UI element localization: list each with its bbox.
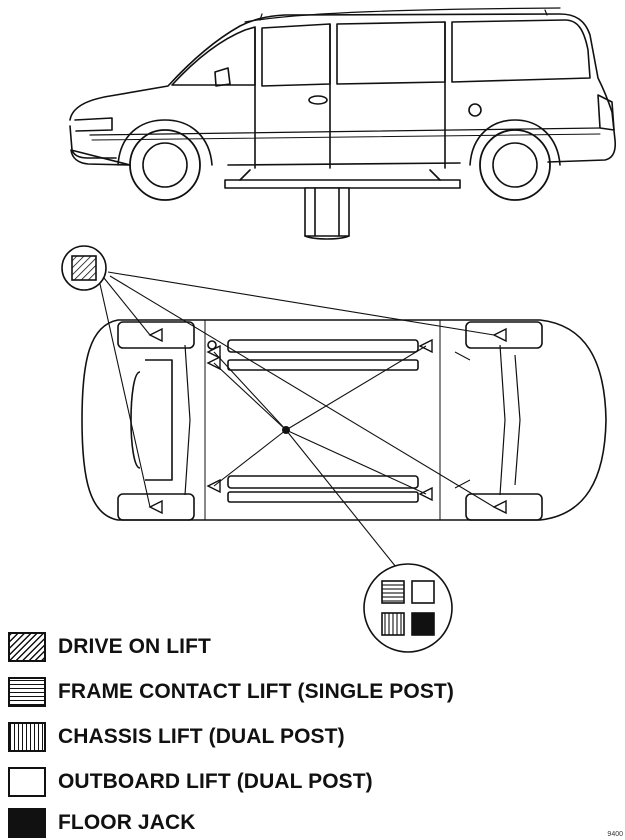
solid-swatch-icon: [8, 808, 46, 838]
empty-swatch-icon: [8, 767, 46, 797]
lift-point-front-left: [148, 327, 163, 343]
figure-code: 9400: [607, 831, 623, 838]
legend-label: OUTBOARD LIFT (DUAL POST): [58, 770, 373, 793]
lift-point-markers: [148, 327, 507, 515]
diagonal-hatch-swatch-icon: [8, 632, 46, 662]
van-top-view: [81, 319, 607, 521]
legend-item-chassis-lift: CHASSIS LIFT (DUAL POST): [8, 720, 345, 754]
legend-item-drive-on-lift: DRIVE ON LIFT: [8, 630, 211, 664]
legend-label: CHASSIS LIFT (DUAL POST): [58, 725, 345, 748]
legend-item-outboard-lift: OUTBOARD LIFT (DUAL POST): [8, 765, 373, 799]
legend-item-floor-jack: FLOOR JACK: [8, 806, 196, 840]
legend-label: DRIVE ON LIFT: [58, 635, 211, 658]
leader-lines: [99, 271, 495, 573]
legend-label: FRAME CONTACT LIFT (SINGLE POST): [58, 680, 454, 703]
vertical-lines-swatch-icon: [8, 722, 46, 752]
van-side-view: [69, 7, 617, 240]
lift-point-rear-left: [492, 327, 507, 343]
horizontal-lines-swatch-icon: [8, 677, 46, 707]
callout-drive-on-lift: [61, 245, 107, 291]
callout-lift-types: [363, 563, 453, 653]
leader-junction-dot: [282, 426, 290, 434]
legend-label: FLOOR JACK: [58, 811, 196, 834]
lift-point-rear-right: [492, 499, 507, 515]
legend-item-frame-contact-lift: FRAME CONTACT LIFT (SINGLE POST): [8, 675, 454, 709]
lift-point-front-right: [148, 499, 163, 515]
